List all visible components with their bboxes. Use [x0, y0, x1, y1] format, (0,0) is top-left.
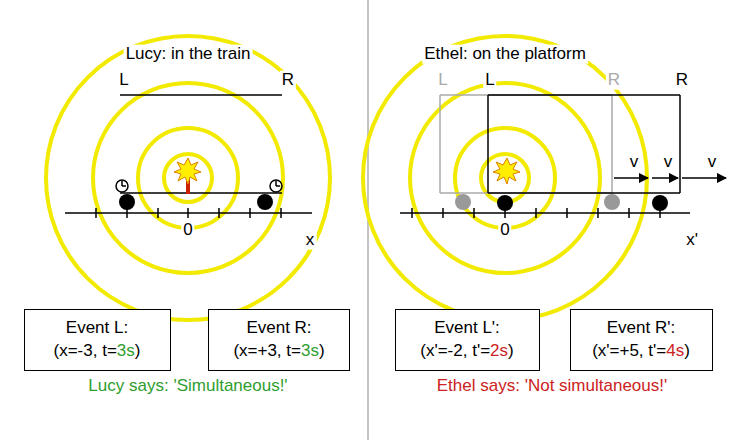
text-part: )	[684, 341, 690, 360]
axis-tick	[95, 208, 97, 218]
car-end-label: R	[674, 71, 690, 90]
train-floor	[120, 192, 282, 194]
x-axis	[65, 208, 312, 218]
axis-tick	[280, 208, 282, 218]
time-value: 3s	[117, 341, 135, 360]
velocity-label: v	[662, 153, 675, 172]
event-box: Event L':(x'=-2, t'=2s)	[395, 309, 540, 371]
axis-tick	[126, 208, 128, 218]
axis-tick	[473, 208, 475, 218]
train-wall	[439, 95, 441, 193]
wavefront	[410, 83, 600, 273]
text-part: (x=-3, t=	[54, 341, 117, 360]
panel-heading: Ethel: on the platform	[422, 45, 588, 64]
event-coordinates: (x=-3, t=3s)	[54, 340, 141, 363]
axis-tick	[218, 208, 220, 218]
axis-tick	[504, 208, 506, 218]
verdict-text: Lucy says: 'Simultaneous!'	[86, 377, 289, 396]
text-part: (x=+3, t=	[233, 341, 301, 360]
clock-symbol	[270, 180, 282, 192]
train-wall	[487, 95, 489, 193]
ghost-car-end-label: R	[606, 71, 622, 90]
panel-heading: Lucy: in the train	[124, 45, 253, 64]
car-end-label: L	[483, 71, 496, 90]
velocity-arrow	[652, 177, 678, 179]
axis-tick	[566, 208, 568, 218]
velocity-label: v	[706, 153, 719, 172]
text-part: )	[508, 341, 514, 360]
axis-tick	[597, 208, 599, 218]
event-box: Event L:(x=-3, t=3s)	[24, 309, 171, 371]
text-part: )	[135, 341, 141, 360]
axis-name: x	[304, 231, 317, 250]
train-wall	[611, 95, 613, 193]
time-value: 4s	[666, 341, 684, 360]
train-roof	[120, 94, 282, 96]
axis-tick	[157, 208, 159, 218]
axis-tick	[628, 208, 630, 218]
wavefront	[363, 36, 647, 320]
axis-name: x'	[684, 231, 700, 250]
event-coordinates: (x=+3, t=3s)	[233, 340, 324, 363]
axis-tick	[535, 208, 537, 218]
axis-tick	[659, 208, 661, 218]
axis-number: 0	[498, 221, 511, 240]
train-wall	[679, 95, 681, 193]
event-box: Event R':(x'=+5, t'=4s)	[570, 309, 713, 371]
car-end-label: R	[280, 71, 296, 90]
text-part: (x'=+5, t'=	[592, 341, 666, 360]
car-end-label: L	[117, 71, 130, 90]
wavefront	[164, 154, 212, 202]
time-value: 3s	[301, 341, 319, 360]
text-part: )	[319, 341, 325, 360]
event-name: Event R:	[246, 317, 311, 340]
axis-number: 0	[181, 221, 194, 240]
wheel	[257, 194, 273, 210]
velocity-label: v	[628, 153, 641, 172]
event-box: Event R:(x=+3, t=3s)	[208, 309, 350, 371]
event-name: Event L':	[434, 317, 500, 340]
train-roof	[488, 94, 680, 96]
axis-tick	[249, 208, 251, 218]
train-floor	[488, 192, 680, 194]
verdict-text: Ethel says: 'Not simultaneous!'	[435, 377, 669, 396]
axis-tick	[442, 208, 444, 218]
axis-tick	[411, 208, 413, 218]
ghost-train	[440, 95, 612, 193]
time-value: 2s	[490, 341, 508, 360]
ghost-car-end-label: L	[436, 71, 449, 90]
event-coordinates: (x'=+5, t'=4s)	[592, 340, 690, 363]
velocity-arrow	[614, 177, 648, 179]
ghost-wheel	[455, 194, 471, 210]
train	[488, 95, 680, 193]
clock-symbol	[116, 180, 128, 192]
event-coordinates: (x'=-2, t'=2s)	[420, 340, 513, 363]
axis-tick	[187, 208, 189, 218]
x-prime-axis	[400, 208, 690, 218]
event-name: Event L:	[66, 317, 128, 340]
wheel	[119, 194, 135, 210]
velocity-arrow	[682, 177, 726, 179]
wavefront	[46, 36, 330, 320]
event-name: Event R':	[607, 317, 675, 340]
clock-hand	[276, 185, 280, 187]
light-wavefronts	[46, 36, 647, 320]
text-part: (x'=-2, t'=	[420, 341, 490, 360]
train	[116, 95, 282, 193]
flash-burst	[493, 158, 520, 184]
clock-hand	[122, 185, 126, 187]
wavefront	[93, 83, 283, 273]
flash-burst	[174, 158, 201, 184]
ghost-wheel	[604, 194, 620, 210]
velocity-arrows	[614, 177, 726, 179]
